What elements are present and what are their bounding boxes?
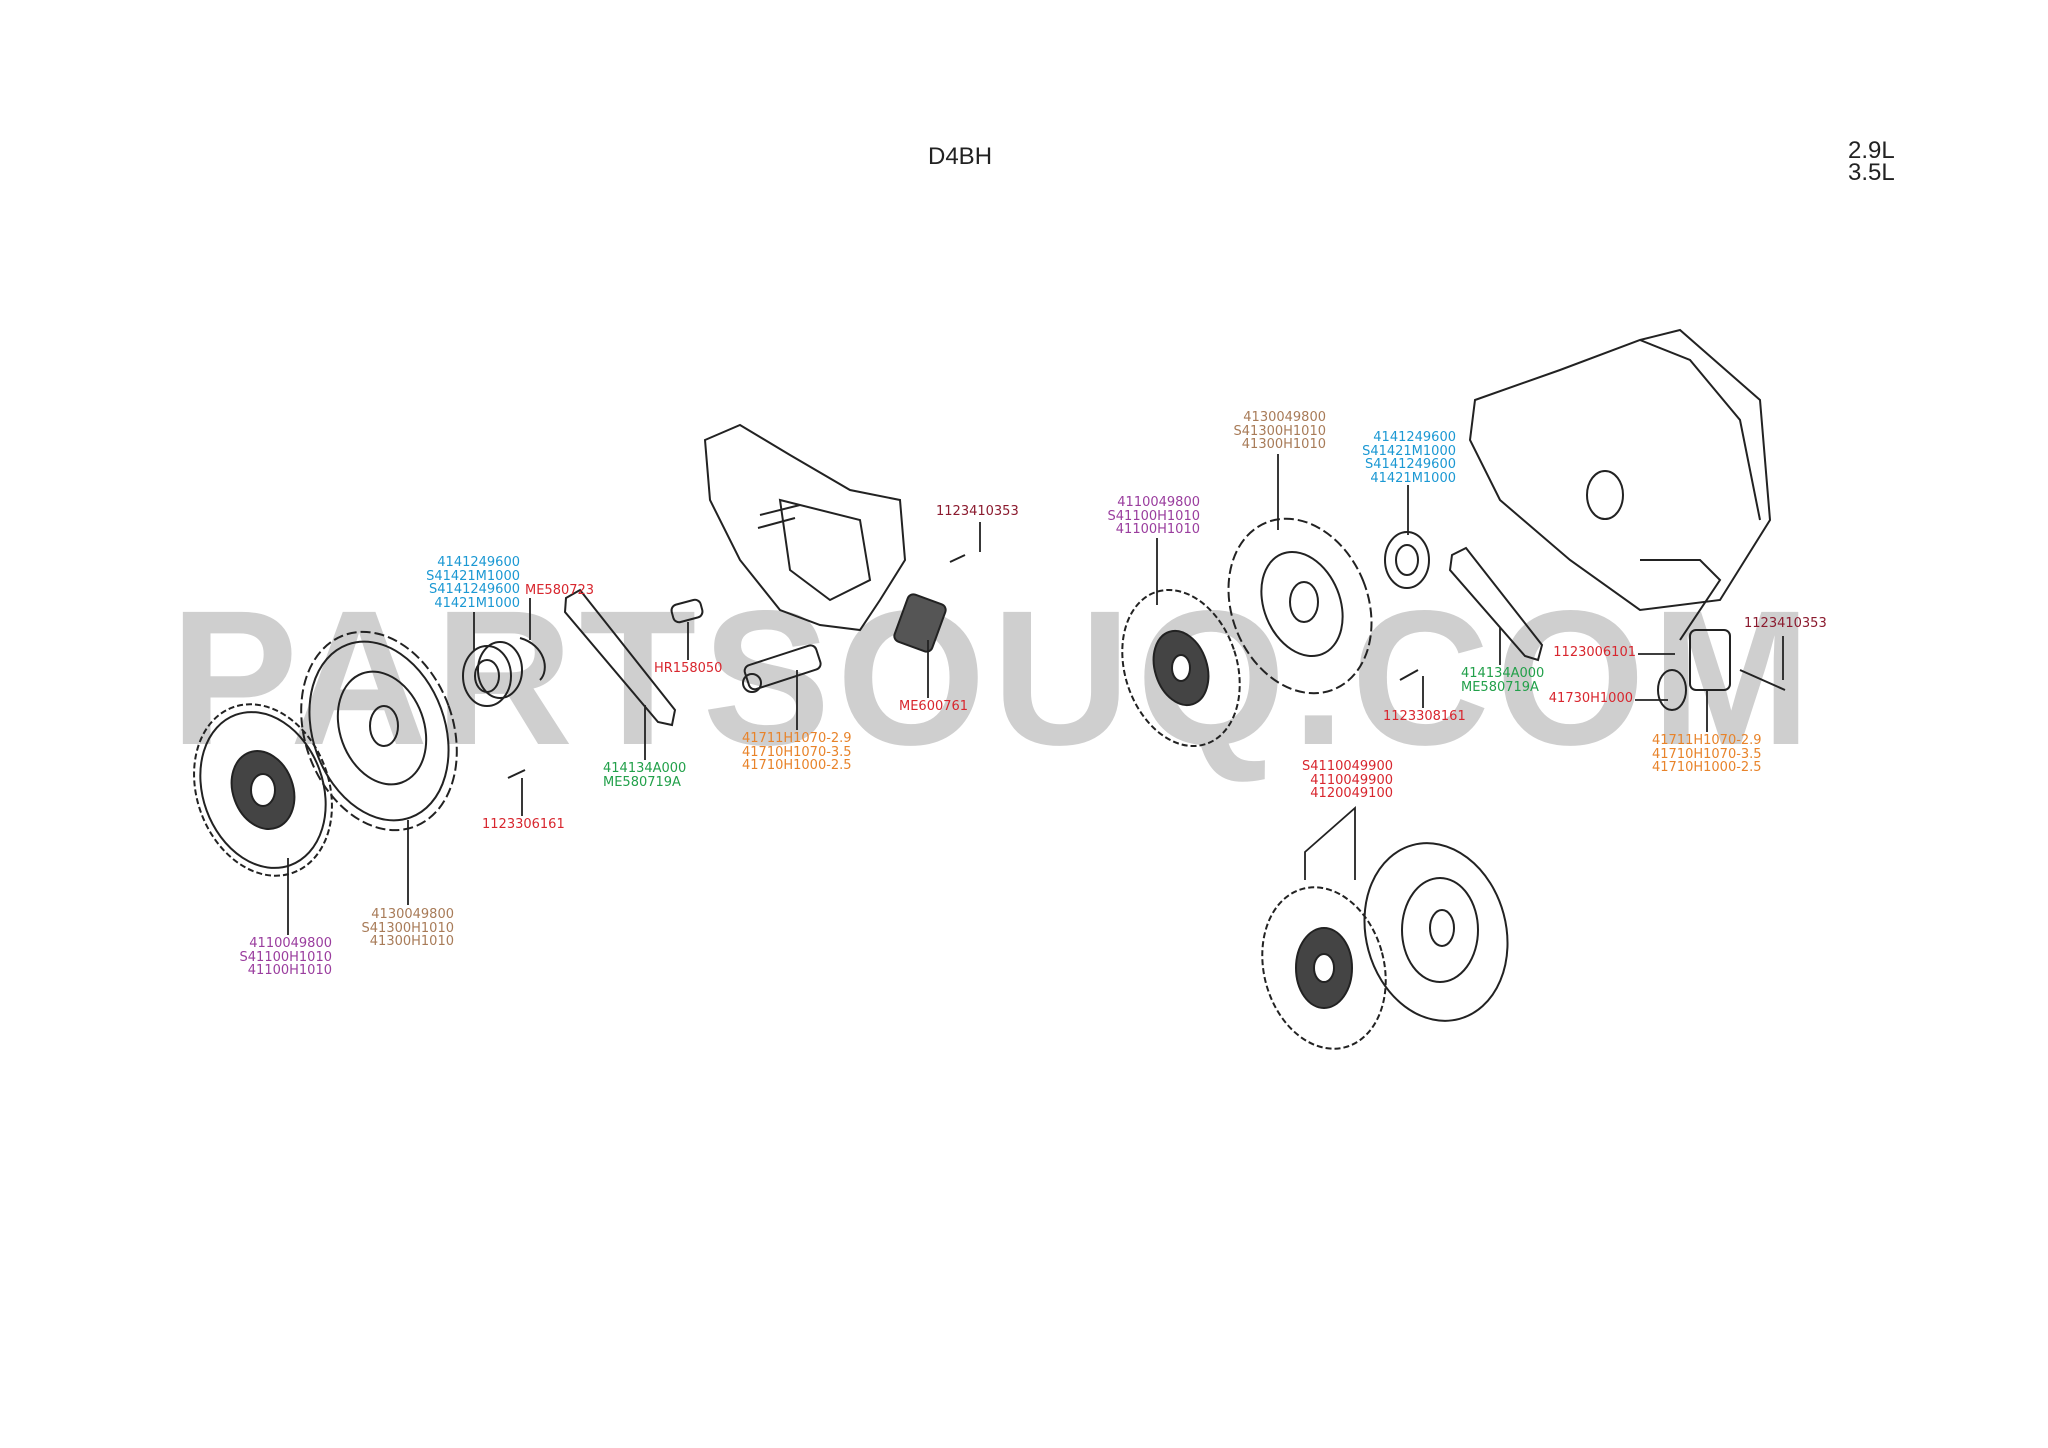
callout-left-bolt[interactable]: 1123306161 [482,818,565,832]
left-slave-cylinder [742,644,822,693]
engine-code: D4BH [928,143,993,170]
left-pivot [670,598,704,624]
right-transmission-housing [1468,328,1772,641]
part-number: 1123308161 [1383,709,1466,724]
left-clip [519,637,546,681]
part-number: S41421M1000 [1362,443,1456,459]
part-number: 4110049800 [249,936,332,951]
clutch-set-disc [1261,886,1387,1050]
part-number: S41300H1010 [1233,423,1326,439]
part-number: 4141249600 [1373,430,1456,445]
part-number: 41730H1000 [1548,691,1633,706]
part-number: 4130049800 [1243,410,1326,425]
callout-left-bolt-top[interactable]: 1123410353 [936,505,1019,519]
displacement: 3.5L [1848,159,1895,186]
displacement-list: 2.9L 3.5L [1848,137,1895,186]
callout-left-cover[interactable]: 4130049800 S41300H1010 41300H1010 [362,908,454,949]
part-number: 41300H1010 [369,934,454,949]
part-number: 1123410353 [1744,616,1827,631]
part-number: 41421M1000 [1370,470,1456,486]
callout-left-pivot[interactable]: HR158050 [654,662,722,676]
part-number: 41710H1070-3.5 [742,744,852,760]
part-number: 41421M1000 [434,595,520,611]
part-number: 41711H1070-2.9 [742,731,852,746]
callout-right-bolt[interactable]: 1123308161 [1383,710,1466,724]
part-number: S4141249600 [429,582,520,597]
left-release-fork [563,588,677,727]
part-number: 1123410353 [936,504,1019,519]
watermark: PARTSOUQ.COM [170,570,1818,785]
callout-left-fork[interactable]: 414134A000 ME580719A [603,762,686,789]
part-number: S41100H1010 [1107,508,1200,524]
callout-left-mount[interactable]: ME600761 [899,700,968,714]
part-number: 41711H1070-2.9 [1652,733,1762,748]
displacement: 2.9L [1848,137,1895,164]
left-clutch-disc [193,703,333,877]
callout-left-clip[interactable]: ME580723 [525,584,594,598]
callout-right-bracket[interactable]: 41730H1000 [1549,692,1633,706]
callout-right-cover[interactable]: 4130049800 S41300H1010 41300H1010 [1234,411,1326,452]
right-slave-cylinder [1657,629,1731,711]
callout-right-cylinder[interactable]: 41711H1070-2.9 41710H1070-3.5 41710H1000… [1652,734,1762,775]
callout-right-fork[interactable]: 414134A000 ME580719A [1461,667,1544,694]
part-number: S4141249600 [1365,457,1456,472]
right-release-fork [1448,546,1544,662]
right-release-bearing [1384,531,1430,589]
callout-left-disc[interactable]: 4110049800 S41100H1010 41100H1010 [240,937,332,978]
part-number: 4141249600 [437,555,520,570]
part-number: S41100H1010 [239,949,332,965]
part-number: 41710H1070-3.5 [1652,746,1762,762]
part-number: ME600761 [899,699,969,714]
part-number: S41421M1000 [426,568,520,584]
right-bolt-top [1739,669,1786,691]
callout-left-cylinder[interactable]: 41711H1070-2.9 41710H1070-3.5 41710H1000… [742,732,852,773]
left-transmission-housing [703,423,947,653]
right-bolt [1399,669,1419,681]
callout-right-disc[interactable]: 4110049800 S41100H1010 41100H1010 [1108,496,1200,537]
part-number: 4130049800 [371,907,454,922]
part-number: HR158050 [654,661,723,676]
callout-left-bearing[interactable]: 4141249600 S41421M1000 S4141249600 41421… [426,556,520,610]
callout-right-bolt-top[interactable]: 1123410353 [1744,617,1827,631]
left-pressure-plate [300,630,458,832]
left-bolt [507,769,526,779]
part-number: 41100H1010 [1115,522,1200,537]
part-number: 41710H1000-2.5 [1652,760,1762,775]
part-number: 41100H1010 [247,963,332,978]
part-number: ME580723 [525,583,595,598]
part-number: 1123306161 [482,817,565,832]
part-number: S4110049900 [1302,759,1393,774]
part-number: ME580719A [603,774,681,790]
callout-right-bolt-small[interactable]: 1123006101 [1553,646,1636,660]
left-bolt-top [949,554,966,563]
part-number: 4110049900 [1310,772,1393,788]
callout-clutch-set[interactable]: S4110049900 4110049900 4120049100 [1302,760,1393,801]
part-number: 1123006101 [1553,645,1636,660]
part-number: 414134A000 [1461,666,1545,681]
part-number: 41710H1000-2.5 [742,758,852,773]
left-release-bearing [462,641,523,707]
part-number: 4110049800 [1117,495,1200,510]
part-number: 4120049100 [1310,786,1393,801]
part-number: 41300H1010 [1241,437,1326,452]
right-pressure-plate [1227,517,1373,695]
part-number: 414134A000 [603,761,687,776]
right-clutch-disc [1121,588,1241,748]
leader-lines [287,454,1784,935]
part-number: S41300H1010 [361,920,454,936]
callout-right-bearing[interactable]: 4141249600 S41421M1000 S4141249600 41421… [1362,431,1456,485]
part-number: ME580719A [1461,679,1539,695]
clutch-set-cover [1363,842,1509,1022]
